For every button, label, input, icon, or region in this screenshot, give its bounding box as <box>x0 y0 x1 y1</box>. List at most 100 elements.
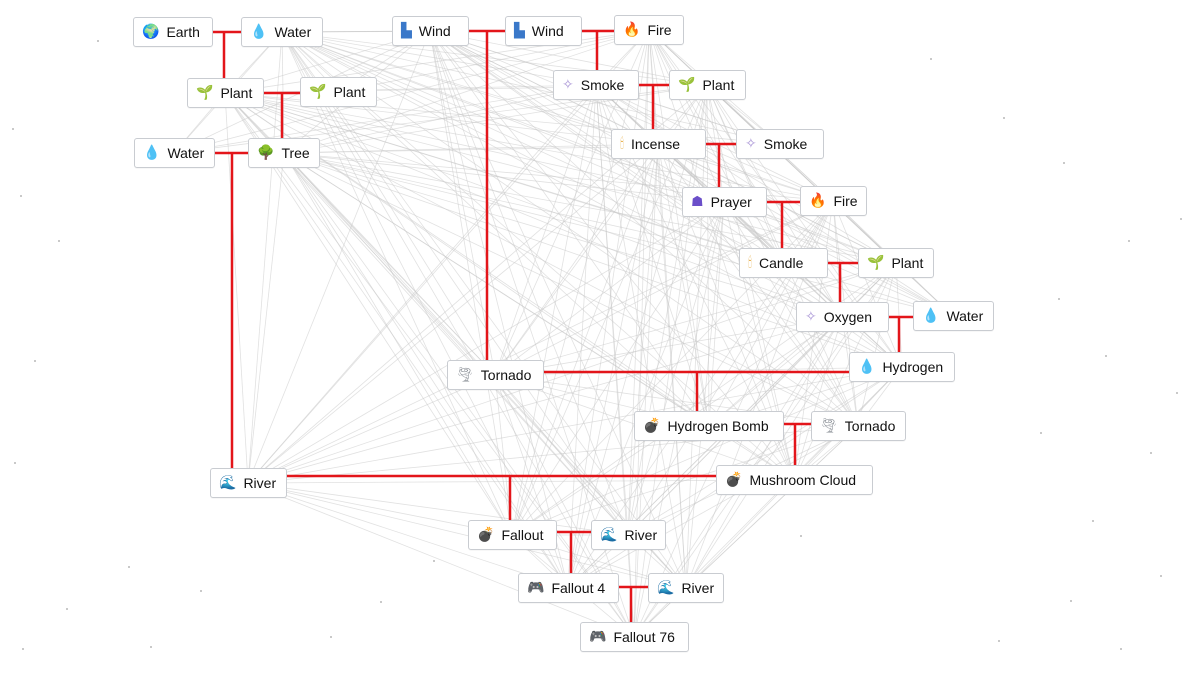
element-river[interactable]: 🌊River <box>648 573 724 603</box>
background-mesh <box>173 29 954 638</box>
element-label: Plant <box>220 85 253 101</box>
wave-icon: 🌊 <box>600 527 618 543</box>
element-tornado[interactable]: 🌪 Tornado <box>447 360 544 390</box>
element-smoke[interactable]: ✧ Smoke <box>553 70 639 100</box>
element-water[interactable]: 💧 Water <box>134 138 215 168</box>
sparkle-icon: ✧ <box>805 309 817 325</box>
element-label: Fire <box>647 22 672 38</box>
bomb-icon: 💣 <box>643 418 661 434</box>
element-plant[interactable]: 🌱 Plant <box>187 78 264 108</box>
element-label: Earth <box>166 24 200 40</box>
element-water[interactable]: 💧 Water <box>913 301 994 331</box>
star-dot <box>150 646 152 648</box>
fire-icon: 🔥 <box>809 193 827 209</box>
element-plant[interactable]: 🌱Plant <box>669 70 746 100</box>
element-tornado[interactable]: 🌪Tornado <box>811 411 906 441</box>
star-dot <box>128 566 130 568</box>
element-smoke[interactable]: ✧ Smoke <box>736 129 824 159</box>
star-dot <box>12 128 14 130</box>
element-label: River <box>681 580 715 596</box>
element-label: Water <box>167 145 205 161</box>
element-fire[interactable]: 🔥 Fire <box>614 15 684 45</box>
element-label: Smoke <box>580 77 625 93</box>
element-label: River <box>624 527 658 543</box>
bomb-icon: 💣 <box>477 527 495 543</box>
tornado-icon: 🌪 <box>820 418 838 434</box>
star-dot <box>930 58 932 60</box>
element-wind[interactable]: ▙ Wind <box>392 16 469 46</box>
element-label: Tornado <box>480 367 532 383</box>
droplet-icon: 💧 <box>143 145 161 161</box>
element-label: Plant <box>333 84 366 100</box>
element-earth[interactable]: 🌍 Earth <box>133 17 213 47</box>
element-label: Wind <box>418 23 451 39</box>
element-fire[interactable]: 🔥 Fire <box>800 186 867 216</box>
element-candle[interactable]: 🕯 Candle <box>739 248 828 278</box>
element-label: Prayer <box>710 194 752 210</box>
element-label: River <box>243 475 277 491</box>
element-label: Plant <box>891 255 924 271</box>
element-wind[interactable]: ▙Wind <box>505 16 582 46</box>
element-label: Water <box>274 24 312 40</box>
star-dot <box>97 40 99 42</box>
element-label: Plant <box>702 77 735 93</box>
bomb-icon: 💣 <box>725 472 743 488</box>
star-dot <box>800 535 802 537</box>
star-dot <box>14 462 16 464</box>
gamepad-icon: 🎮 <box>589 629 607 645</box>
smoke-icon: ✧ <box>562 77 574 93</box>
star-dot <box>1040 432 1042 434</box>
element-label: Water <box>946 308 984 324</box>
element-label: Tree <box>281 145 310 161</box>
wind-icon: ▙ <box>401 23 412 39</box>
droplet-icon: 💧 <box>922 308 940 324</box>
element-label: Fallout <box>501 527 544 543</box>
star-dot <box>1160 575 1162 577</box>
star-dot <box>1180 218 1182 220</box>
element-hydrogen-bomb[interactable]: 💣 Hydrogen Bomb <box>634 411 784 441</box>
element-fallout-4[interactable]: 🎮Fallout 4 <box>518 573 619 603</box>
element-hydrogen[interactable]: 💧Hydrogen <box>849 352 955 382</box>
tree-icon: 🌳 <box>257 145 275 161</box>
star-dot <box>1150 452 1152 454</box>
star-dot <box>330 636 332 638</box>
candle-icon: 🕯 <box>748 255 752 271</box>
droplet-icon: 💧 <box>250 24 268 40</box>
incense-icon: 🕯 <box>620 136 624 152</box>
element-label: Smoke <box>763 136 808 152</box>
star-dot <box>380 601 382 603</box>
element-prayer[interactable]: ☗Prayer <box>682 187 767 217</box>
star-dot <box>1003 117 1005 119</box>
element-label: Fallout 4 <box>551 580 606 596</box>
globe-icon: 🌍 <box>142 24 160 40</box>
element-label: Fire <box>833 193 858 209</box>
element-river[interactable]: 🌊River <box>210 468 287 498</box>
element-label: Incense <box>630 136 681 152</box>
tornado-icon: 🌪 <box>456 367 474 383</box>
element-plant[interactable]: 🌱Plant <box>300 77 377 107</box>
element-label: Candle <box>758 255 804 271</box>
element-label: Oxygen <box>823 309 872 325</box>
star-dot <box>22 648 24 650</box>
element-mushroom-cloud[interactable]: 💣Mushroom Cloud <box>716 465 873 495</box>
element-river[interactable]: 🌊 River <box>591 520 666 550</box>
star-dot <box>998 640 1000 642</box>
smoke-icon: ✧ <box>745 136 757 152</box>
element-plant[interactable]: 🌱Plant <box>858 248 934 278</box>
element-oxygen[interactable]: ✧ Oxygen <box>796 302 889 332</box>
star-dot <box>1176 392 1178 394</box>
element-incense[interactable]: 🕯 Incense <box>611 129 706 159</box>
star-dot <box>58 240 60 242</box>
star-dot <box>200 590 202 592</box>
seedling-icon: 🌱 <box>196 85 214 101</box>
star-dot <box>1092 520 1094 522</box>
star-dot <box>1063 162 1065 164</box>
star-dot <box>1105 355 1107 357</box>
element-tree[interactable]: 🌳 Tree <box>248 138 320 168</box>
element-label: Wind <box>531 23 564 39</box>
element-water[interactable]: 💧 Water <box>241 17 323 47</box>
element-fallout-76[interactable]: 🎮Fallout 76 <box>580 622 689 652</box>
element-label: Hydrogen Bomb <box>667 418 769 434</box>
fire-icon: 🔥 <box>623 22 641 38</box>
element-fallout[interactable]: 💣 Fallout <box>468 520 557 550</box>
